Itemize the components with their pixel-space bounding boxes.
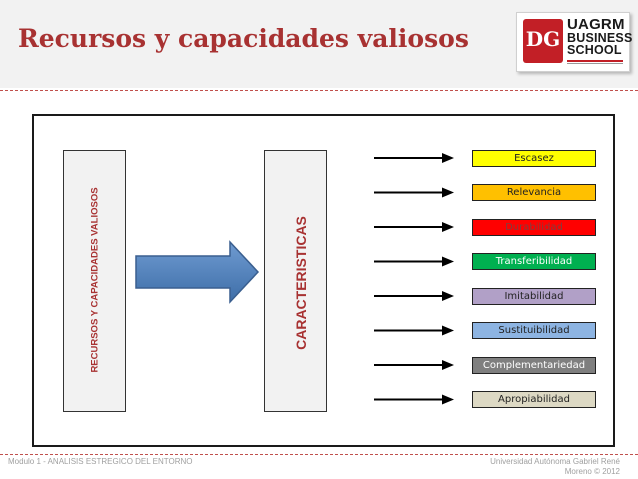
- logo-underline: [567, 60, 623, 62]
- characteristics-column: [264, 150, 327, 412]
- footer-university-line-2: Moreno © 2012: [564, 467, 620, 476]
- logo-subline: [567, 63, 623, 67]
- logo-initials: DG: [525, 27, 561, 51]
- logo-line-2: BUSINESS: [567, 31, 633, 45]
- arrowhead-icon: [442, 394, 454, 405]
- arrowhead-icon: [442, 291, 454, 301]
- logo-line-1: UAGRM: [567, 16, 625, 33]
- characteristic-box: Escasez: [472, 149, 596, 167]
- characteristic-box: Durabilidad: [472, 218, 596, 236]
- arrowhead-icon: [442, 153, 454, 163]
- footer-divider: [0, 454, 638, 455]
- logo-line-3: SCHOOL: [567, 43, 622, 57]
- characteristic-box: Relevancia: [472, 184, 596, 201]
- header-divider: [0, 90, 638, 91]
- arrowhead-icon: [442, 360, 454, 370]
- resources-column: [63, 150, 126, 412]
- footer-university-line-1: Universidad Autónoma Gabriel René: [490, 457, 620, 466]
- footer-module: Modulo 1 - ANALISIS ESTREGICO DEL ENTORN…: [8, 457, 193, 466]
- resources-label: RECURSOS Y CAPACIDADES VALIOSOS: [89, 187, 101, 373]
- characteristic-box: Transferibilidad: [472, 253, 596, 270]
- connector-arrows: [374, 153, 454, 405]
- characteristic-box: Apropiabilidad: [472, 391, 596, 408]
- characteristic-box: Complementariedad: [472, 356, 596, 374]
- arrowhead-icon: [442, 256, 454, 267]
- logo-text: UAGRM BUSINESS SCHOOL: [567, 17, 633, 56]
- logo-emblem: DG: [523, 19, 563, 63]
- characteristics-label: CARACTERISTICAS: [293, 216, 309, 350]
- big-right-arrow-icon: [135, 240, 260, 304]
- characteristic-box: Imitabilidad: [472, 287, 596, 305]
- slide-title: Recursos y capacidades valiosos: [18, 24, 469, 53]
- characteristic-box: Sustituibilidad: [472, 322, 596, 339]
- footer-university: Universidad Autónoma Gabriel René Moreno…: [490, 457, 620, 477]
- arrowhead-icon: [442, 222, 454, 232]
- uagrm-logo: DG UAGRM BUSINESS SCHOOL: [516, 12, 633, 72]
- arrowhead-icon: [442, 325, 454, 336]
- arrowhead-icon: [442, 187, 454, 198]
